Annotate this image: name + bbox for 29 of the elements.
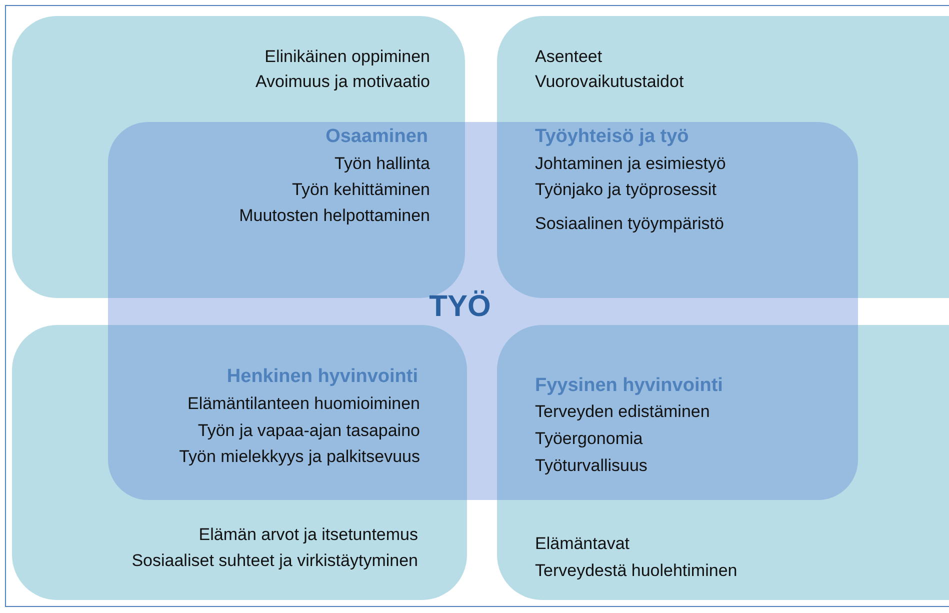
- list-item: Avoimuus ja motivaatio: [256, 72, 430, 92]
- center-title: TYÖ: [429, 290, 491, 324]
- list-item: Työn hallinta: [334, 154, 430, 174]
- list-item: Muutosten helpottaminen: [239, 206, 430, 226]
- section-heading: Henkinen hyvinvointi: [226, 366, 418, 388]
- list-item: Työnjako ja työprosessit: [535, 180, 716, 200]
- list-item: Työn mielekkyys ja palkitsevuus: [179, 447, 420, 467]
- list-item: Terveydestä huolehtiminen: [535, 561, 738, 581]
- list-item: Terveyden edistäminen: [535, 402, 710, 422]
- list-item: Sosiaalinen työympäristö: [535, 214, 724, 234]
- list-item: Asenteet: [535, 47, 602, 67]
- list-item: Elämäntilanteen huomioiminen: [188, 394, 420, 414]
- rounded-panel: [12, 325, 467, 600]
- list-item: Vuorovaikutustaidot: [535, 72, 684, 92]
- list-item: Johtaminen ja esimiestyö: [535, 154, 726, 174]
- rounded-panel: [497, 16, 949, 298]
- list-item: Elämän arvot ja itsetuntemus: [198, 525, 418, 545]
- list-item: Työn ja vapaa-ajan tasapaino: [198, 421, 420, 441]
- list-item: Elinikäinen oppiminen: [264, 47, 430, 67]
- rounded-panel: [497, 325, 949, 600]
- section-heading: Osaaminen: [326, 126, 428, 148]
- section-heading: Työyhteisö ja työ: [535, 126, 689, 148]
- list-item: Elämäntavat: [535, 534, 630, 554]
- section-heading: Fyysinen hyvinvointi: [535, 375, 723, 397]
- list-item: Työturvallisuus: [535, 456, 648, 476]
- center-panel: [108, 122, 858, 500]
- list-item: Työn kehittäminen: [292, 180, 430, 200]
- list-item: Työergonomia: [535, 429, 643, 449]
- list-item: Sosiaaliset suhteet ja virkistäytyminen: [132, 551, 418, 571]
